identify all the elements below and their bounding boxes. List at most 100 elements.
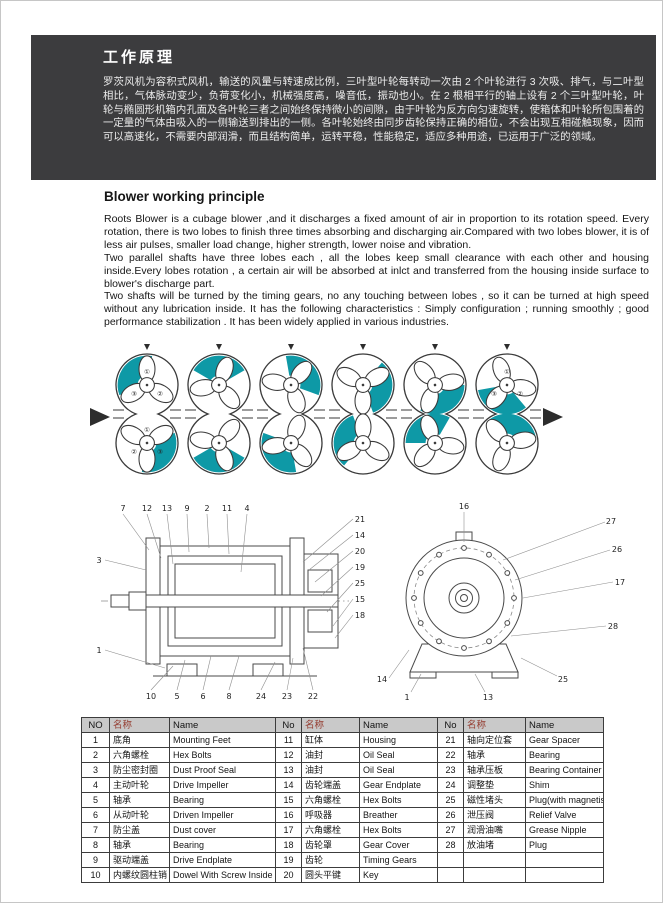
- cell: Gear Spacer: [525, 732, 604, 748]
- lobe-number-label: ②: [131, 448, 137, 456]
- cell: Bearing: [169, 792, 276, 808]
- inlet-flow-arrow-icon: [90, 408, 110, 426]
- cell: 24: [437, 777, 464, 793]
- cell: 轴承: [109, 837, 170, 853]
- cell: 防尘盖: [109, 822, 170, 838]
- cell: 润滑油嘴: [463, 822, 526, 838]
- cell: 22: [437, 747, 464, 763]
- part-callout: 13: [483, 693, 493, 702]
- cell: 14: [275, 777, 302, 793]
- part-callout: 4: [244, 504, 249, 513]
- cell: [525, 867, 604, 883]
- table-row: 6 从动叶轮 Driven Impeller 16 呼吸器 Breather 2…: [81, 807, 604, 823]
- cell: 9: [81, 852, 110, 868]
- cell: 1: [81, 732, 110, 748]
- column-header: Name: [359, 717, 438, 733]
- cell: 轴向定位套: [463, 732, 526, 748]
- column-header: Name: [525, 717, 604, 733]
- cell: 轴承: [463, 747, 526, 763]
- cell: Drive Endplate: [169, 852, 276, 868]
- cell: 19: [275, 852, 302, 868]
- part-callout: 17: [615, 578, 625, 587]
- cell: Gear Cover: [359, 837, 438, 853]
- table-row: 1 底角 Mounting Feet 11 缸体 Housing 21 轴向定位…: [81, 732, 604, 748]
- cell: 25: [437, 792, 464, 808]
- cell: 轴承压板: [463, 762, 526, 778]
- cell: 6: [81, 807, 110, 823]
- part-callout: 5: [174, 692, 179, 701]
- lobe-number-label: ①: [504, 368, 510, 376]
- table-row: 7 防尘盖 Dust cover 17 六角螺栓 Hex Bolts 27 润滑…: [81, 822, 604, 838]
- cell: 5: [81, 792, 110, 808]
- part-callout: 19: [355, 563, 365, 572]
- cell: Breather: [359, 807, 438, 823]
- part-callout: 16: [459, 502, 469, 511]
- part-callout: 13: [162, 504, 172, 513]
- part-callout: 23: [282, 692, 292, 701]
- cell: Drive Impeller: [169, 777, 276, 793]
- working-principle-header: 工作原理 罗茨风机为容积式风机，输送的风量与转速成比例，三叶型叶轮每转动一次由 …: [31, 35, 656, 180]
- part-callout: 24: [256, 692, 266, 701]
- cell: 驱动端盖: [109, 852, 170, 868]
- cell: 26: [437, 807, 464, 823]
- rotation-stage-5: [396, 344, 472, 475]
- column-header: NO: [81, 717, 110, 733]
- cell: Oil Seal: [359, 747, 438, 763]
- part-callout: 20: [355, 547, 365, 556]
- part-callout: 1: [404, 693, 409, 702]
- outlet-flow-arrow-icon: [543, 408, 563, 426]
- part-callout: 27: [606, 517, 616, 526]
- cell: 18: [275, 837, 302, 853]
- cell: Gear Endplate: [359, 777, 438, 793]
- cell: Plug(with magnetism): [525, 792, 604, 808]
- cell: [437, 867, 464, 883]
- intro-paragraph-cn: 罗茨风机为容积式风机，输送的风量与转速成比例，三叶型叶轮每转动一次由 2 个叶轮…: [103, 77, 644, 144]
- column-header: 名称: [109, 717, 170, 733]
- rotor-rotation-diagram: ① ② ③ ① ③ ② ① ② ③: [89, 341, 564, 502]
- part-callout: 1: [96, 646, 101, 655]
- cell: 调整垫: [463, 777, 526, 793]
- part-callout: 14: [377, 675, 387, 684]
- lobe-number-label: ①: [144, 368, 150, 376]
- column-header: 名称: [301, 717, 360, 733]
- part-callout: 2: [204, 504, 209, 513]
- cell: Dust Proof Seal: [169, 762, 276, 778]
- cell: 7: [81, 822, 110, 838]
- lobe-number-label: ③: [157, 448, 163, 456]
- assembly-drawings-svg: 7 12 13 9 2 11 4 21 14 20 19 25 15 18 10…: [96, 502, 625, 702]
- en-paragraph-1: Roots Blower is a cubage blower ,and it …: [104, 213, 649, 251]
- cell: 呼吸器: [301, 807, 360, 823]
- cell: Relief Valve: [525, 807, 604, 823]
- cell: 主动叶轮: [109, 777, 170, 793]
- cell: 齿轮罩: [301, 837, 360, 853]
- table-row: 9 驱动端盖 Drive Endplate 19 齿轮 Timing Gears: [81, 852, 604, 868]
- cell: Bearing: [525, 747, 604, 763]
- cell: 3: [81, 762, 110, 778]
- cell: Key: [359, 867, 438, 883]
- rotation-stage-4: [329, 344, 404, 475]
- cell: 16: [275, 807, 302, 823]
- cell: Timing Gears: [359, 852, 438, 868]
- table-row: 10 内螺纹圆柱销 Dowel With Screw Inside 20 圆头平…: [81, 867, 604, 883]
- cell: 油封: [301, 747, 360, 763]
- cell: 油封: [301, 762, 360, 778]
- cell: [463, 867, 526, 883]
- en-paragraph-2: Two parallel shafts have three lobes eac…: [104, 251, 649, 290]
- sectional-view-drawing: 7 12 13 9 2 11 4 21 14 20 19 25 15 18 10…: [96, 504, 365, 701]
- table-row: 2 六角螺栓 Hex Bolts 12 油封 Oil Seal 22 轴承 Be…: [81, 747, 604, 763]
- cell: 20: [275, 867, 302, 883]
- cell: 15: [275, 792, 302, 808]
- lobe-number-label: ③: [131, 390, 137, 398]
- cell: 缸体: [301, 732, 360, 748]
- part-callout: 7: [120, 504, 125, 513]
- cell: Oil Seal: [359, 762, 438, 778]
- cell: 六角螺栓: [301, 792, 360, 808]
- cell: 10: [81, 867, 110, 883]
- cell: Dust cover: [169, 822, 276, 838]
- cell: Bearing: [169, 837, 276, 853]
- cell: 内螺纹圆柱销: [109, 867, 170, 883]
- lobe-number-label: ①: [144, 426, 150, 434]
- part-callout: 25: [355, 579, 365, 588]
- table-header-row: NO 名称 Name No 名称 Name No 名称 Name: [81, 717, 604, 733]
